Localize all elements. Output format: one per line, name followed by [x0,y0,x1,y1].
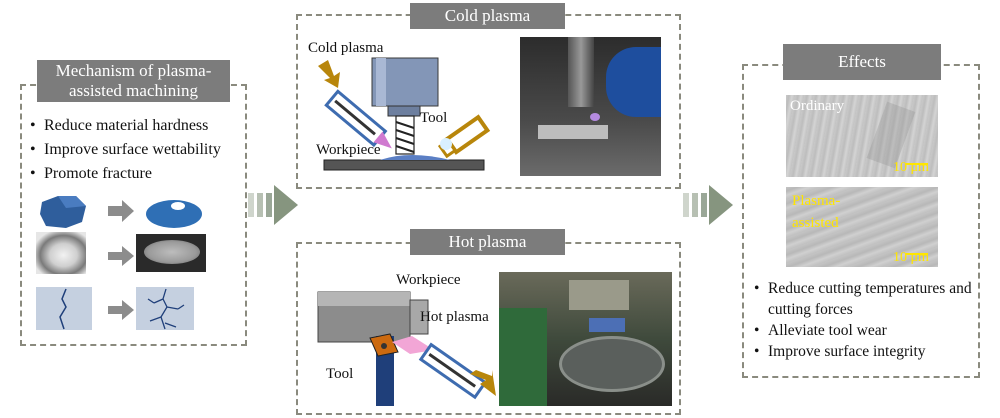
fracture-arrow [108,300,134,320]
wettability-arrow [108,246,134,266]
cold-workpiece-label: Workpiece [316,142,381,158]
arrow-right-icon [108,246,134,266]
arrow-right-icon [108,200,134,222]
arrow-right-icon [108,300,134,320]
cold-plasma-photo [520,37,661,176]
plasma-assisted-label: Plasma- assisted [792,193,841,231]
effects-title: Effects [783,44,941,80]
bullet-reduce-temperatures: Reduce cutting temperatures and cutting … [752,278,977,320]
mechanism-title: Mechanism of plasma- assisted machining [37,60,230,102]
ordinary-scale-line [906,163,928,165]
soft-block-icon [146,200,202,228]
gas-inlet-arrow-icon [318,60,340,88]
hot-plasma-photo [499,272,672,406]
hot-plasma-title: Hot plasma [410,229,565,255]
bullet-surface-integrity: Improve surface integrity [752,341,977,362]
hot-tool-label: Tool [326,366,354,382]
bullet-alleviate-wear: Alleviate tool wear [752,320,977,341]
bullet-promote-fracture: Promote fracture [28,162,221,186]
bullet-improve-wettability: Improve surface wettability [28,138,221,162]
effects-bullets: Reduce cutting temperatures and cutting … [752,278,977,362]
droplet-after-image [136,234,206,272]
flow-arrow-right [683,185,733,225]
ordinary-label: Ordinary [790,98,845,114]
hot-plasma-diagram [317,291,496,406]
cold-plasma-title: Cold plasma [410,3,565,29]
cold-plasma-diagram [318,57,491,171]
crack-after-image [136,287,194,330]
crack-before-image [36,287,92,330]
droplet-before-image [36,232,86,274]
gas-inlet-arrow-icon [470,370,496,396]
cold-plasma-label: Cold plasma [308,40,384,56]
hot-plasma-label: Hot plasma [420,309,489,325]
cold-tool-label: Tool [420,110,448,126]
hardness-illustration [40,196,202,228]
plasma-scale-line [906,253,928,255]
bullet-reduce-hardness: Reduce material hardness [28,114,221,138]
hot-workpiece-label: Workpiece [396,272,461,288]
mechanism-bullets: Reduce material hardness Improve surface… [28,114,221,186]
flow-arrow-left [248,185,298,225]
